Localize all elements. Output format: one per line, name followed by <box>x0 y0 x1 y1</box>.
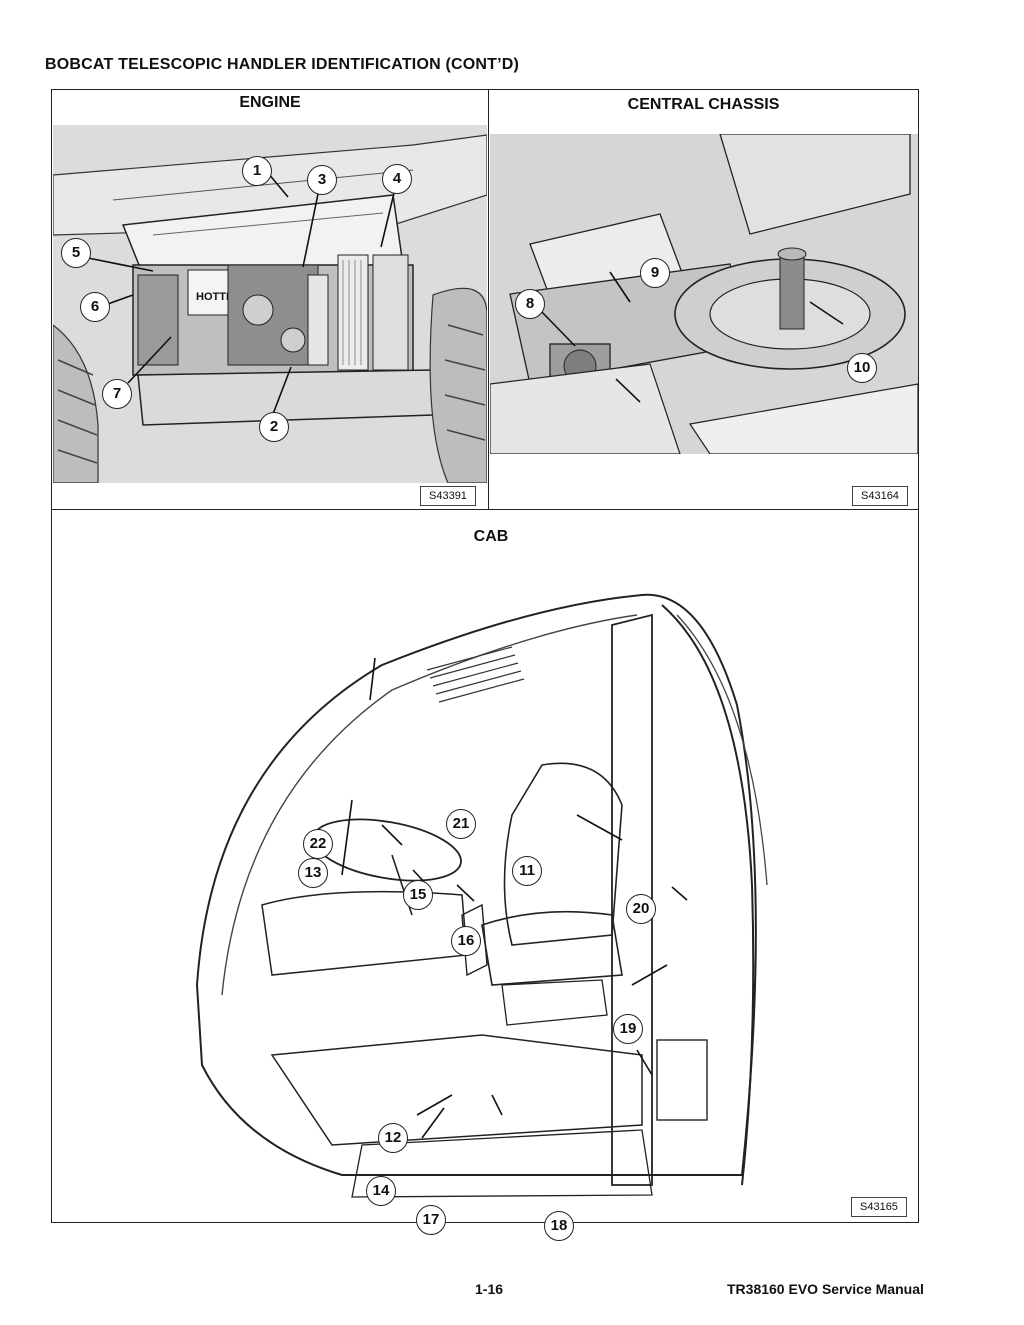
cab-panel-title: CAB <box>473 528 509 545</box>
engine-decal: HOTTIH <box>196 291 237 303</box>
callout-3: 3 <box>307 165 337 195</box>
callout-18: 18 <box>544 1211 574 1241</box>
callout-10: 10 <box>847 353 877 383</box>
central-chassis-figure-code: S43164 <box>852 486 908 506</box>
central-chassis-illustration <box>490 134 918 454</box>
callout-2: 2 <box>259 412 289 442</box>
callout-15: 15 <box>403 880 433 910</box>
central-chassis-panel-title: CENTRAL CHASSIS <box>627 96 780 113</box>
callout-1: 1 <box>242 156 272 186</box>
callout-14: 14 <box>366 1176 396 1206</box>
callout-20: 20 <box>626 894 656 924</box>
callout-7: 7 <box>102 379 132 409</box>
callout-13: 13 <box>298 858 328 888</box>
callout-21: 21 <box>446 809 476 839</box>
callout-12: 12 <box>378 1123 408 1153</box>
engine-figure-code: S43391 <box>420 486 476 506</box>
callout-6: 6 <box>80 292 110 322</box>
page-title: BOBCAT TELESCOPIC HANDLER IDENTIFICATION… <box>45 56 520 73</box>
cab-panel: CAB <box>52 510 918 1241</box>
engine-panel: ENGINE HOTTIH <box>52 90 489 510</box>
callout-11: 11 <box>512 856 542 886</box>
cab-illustration <box>182 585 782 1200</box>
callout-5: 5 <box>61 238 91 268</box>
central-chassis-panel: CENTRAL CHASSIS <box>489 90 918 510</box>
callout-4: 4 <box>382 164 412 194</box>
cab-figure-code: S43165 <box>851 1197 907 1217</box>
callout-17: 17 <box>416 1205 446 1235</box>
manual-name: TR38160 EVO Service Manual <box>727 1281 924 1297</box>
callout-8: 8 <box>515 289 545 319</box>
callout-19: 19 <box>613 1014 643 1044</box>
callout-9: 9 <box>640 258 670 288</box>
callout-16: 16 <box>451 926 481 956</box>
identification-figure-frame: ENGINE HOTTIH <box>51 89 919 1241</box>
callout-22: 22 <box>303 829 333 859</box>
engine-illustration: HOTTIH <box>53 125 487 483</box>
page-number: 1-16 <box>475 1281 504 1297</box>
engine-panel-title: ENGINE <box>239 94 301 111</box>
